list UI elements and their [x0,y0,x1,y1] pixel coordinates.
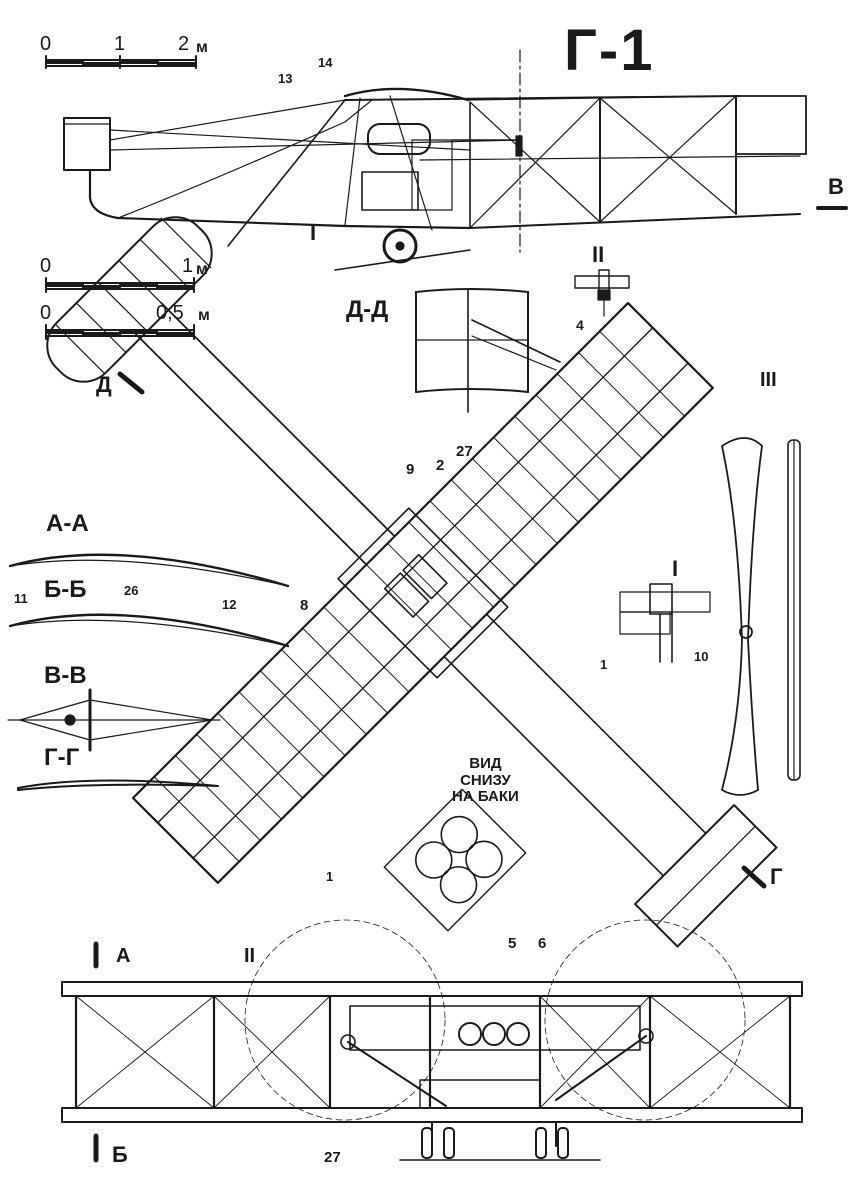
scale-2m-label-2: 2 [178,33,190,55]
callout-4: 4 [576,317,584,333]
section-gg-label: Г-Г [44,744,80,771]
tank-note-line-2: СНИЗУ [460,771,511,789]
callout-14: 14 [318,55,333,70]
scale-1m-label-1: 1 [182,255,194,277]
plan-view [46,216,778,948]
detail-II-front-label: II [244,945,256,967]
scale-05m-label-0: 0 [40,302,52,324]
section-vv [7,688,221,752]
callout-2: 2 [436,457,445,474]
g-marker-stroke [741,865,767,889]
section-g-marker: Г [770,864,783,889]
callout-27-bottom: 27 [324,1149,341,1166]
detail-I [619,583,711,663]
detail-I-label: I [672,556,679,581]
section-gg [17,779,219,791]
section-vv-label: В-В [44,662,87,689]
section-bb-label: Б-Б [44,576,87,603]
d-marker-stroke [117,371,145,395]
callout-13: 13 [278,71,293,86]
callout-6: 6 [538,935,547,952]
callout-27-top: 27 [456,443,473,460]
tank-bottom-view [383,788,527,932]
propeller-III [721,437,801,796]
scale-bar-1m [45,277,195,293]
section-v-label: В [828,174,844,199]
scale-05m-unit: м [198,307,210,324]
callout-9: 9 [406,461,415,478]
section-dd [415,288,561,413]
scale-2m-unit: м [196,39,208,56]
section-aa-label: А-А [46,510,89,537]
tank-note: ВИД СНИЗУ НА БАКИ [452,755,519,806]
callout-11: 11 [14,591,28,606]
callout-1-left: 1 [326,869,334,884]
callout-8: 8 [300,597,309,614]
scale-1m-unit: м [196,261,208,278]
detail-II-label: II [592,242,605,267]
callout-12: 12 [222,597,237,612]
callout-10: 10 [694,649,709,664]
section-dd-label: Д-Д [346,296,389,323]
front-view [61,919,803,1163]
scale-1m-label-0: 0 [40,255,52,277]
section-d-marker: Д [96,372,112,397]
scale-05m-label-1: 0,5 [156,302,184,324]
propeller-III-label: III [760,369,777,391]
callout-5: 5 [508,935,517,952]
callout-26: 26 [124,583,139,598]
section-b-marker: Б [112,1142,128,1167]
tank-note-line-3: НА БАКИ [452,788,519,805]
detail-II [574,269,630,317]
side-view [63,49,848,271]
section-a-marker: А [116,945,131,967]
scale-2m-label-1: 1 [114,33,126,55]
drawing-title: Г-1 [564,18,655,83]
scale-bar-2m [45,55,197,69]
airfoil-sections [8,553,290,648]
scale-2m-label-0: 0 [40,33,52,55]
tank-note-line-1: ВИД [469,755,502,772]
detail-I-side-label: I [310,220,317,245]
callout-1-right: 1 [600,657,608,672]
